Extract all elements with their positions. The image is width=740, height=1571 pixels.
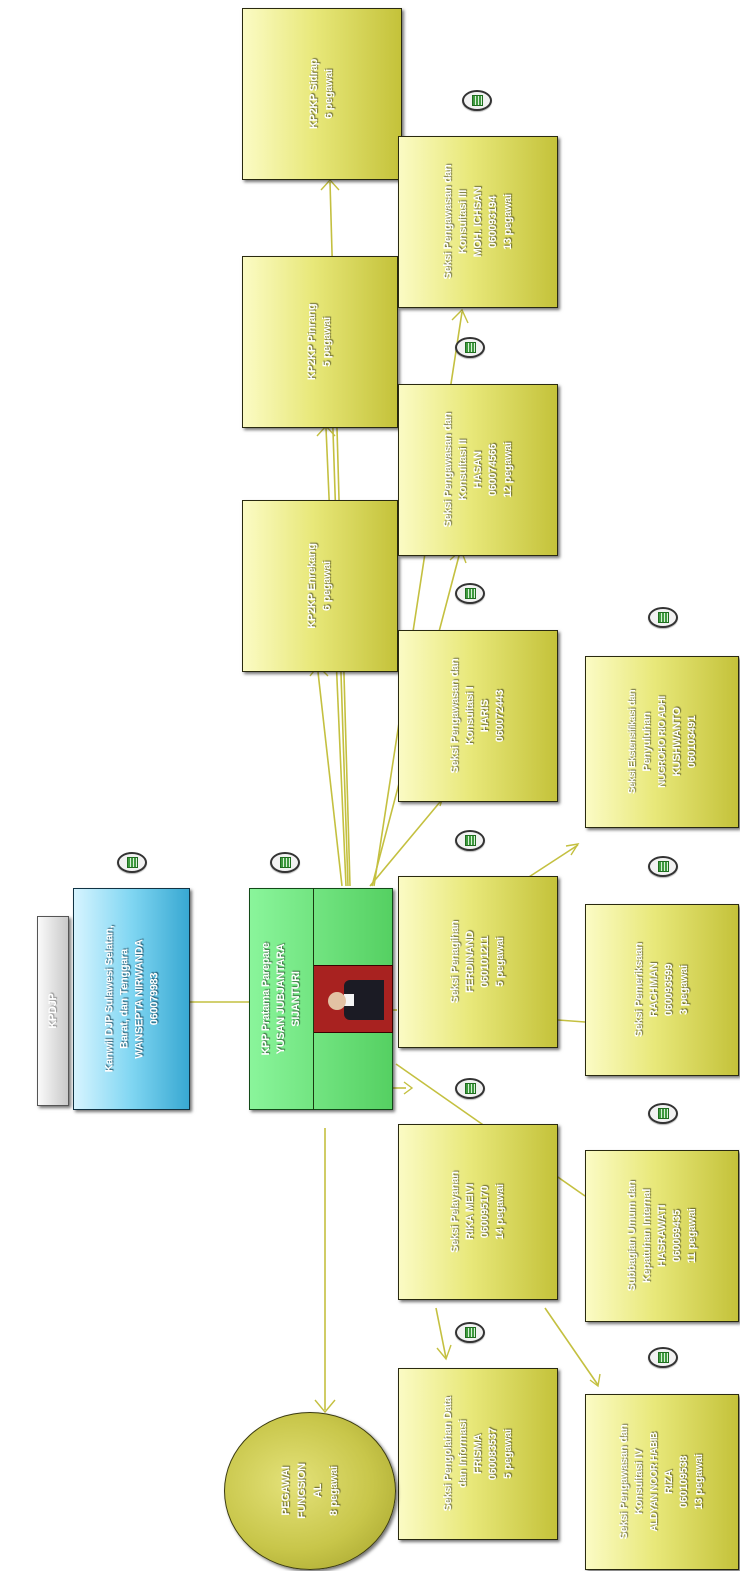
umum-line-1: Subbagian Umum dan bbox=[625, 1180, 638, 1292]
kanwil-node[interactable]: Kanwil DJP Sulawesi Selatan, Barat, dan … bbox=[73, 888, 190, 1110]
penagihan-line-4: 5 pegawai bbox=[494, 937, 506, 987]
calculator-icon[interactable] bbox=[455, 830, 485, 851]
waskon-1-line-2: Konsultasi I bbox=[464, 686, 476, 746]
waskon-4-line-5: 060109538 bbox=[678, 1455, 690, 1509]
umum-line-3: HASRAWATI bbox=[655, 1204, 668, 1268]
waskon-3-line-2: Konsultasi III bbox=[456, 189, 469, 255]
waskon-2-node[interactable]: Seksi Pengawasan dan Konsultasi II HASAN… bbox=[398, 384, 558, 556]
waskon-2-line-4: 060074566 bbox=[486, 443, 499, 497]
kp2kp-pinrang-name: KP2KP Pinrang bbox=[306, 303, 318, 381]
kp2kp-pinrang-count: 5 pegawai bbox=[321, 317, 333, 367]
pelayanan-line-1: Seksi Pelayanan bbox=[449, 1171, 461, 1253]
waskon-4-node[interactable]: Seksi Pengawasan dan Konsultasi IV ALDYA… bbox=[585, 1394, 739, 1570]
pelayanan-line-2: RIKA MEIVI bbox=[464, 1183, 476, 1241]
kp2kp-sidrap-count: 6 pegawai bbox=[323, 69, 335, 119]
pemeriksaan-node[interactable]: Seksi Pemeriksaan RACHMAN 060093599 3 pe… bbox=[585, 904, 739, 1076]
fungsional-node[interactable]: PEGAWAI FUNGSION AL 8 pegawai bbox=[224, 1412, 396, 1570]
calculator-icon[interactable] bbox=[648, 1103, 678, 1124]
waskon-3-line-4: 060093194 bbox=[486, 195, 499, 249]
kanwil-line-4: 060079983 bbox=[147, 972, 160, 1026]
waskon-4-line-6: 13 pegawai bbox=[693, 1454, 705, 1510]
waskon-2-line-1: Seksi Pengawasan dan bbox=[441, 412, 454, 528]
calculator-icon[interactable] bbox=[648, 607, 678, 628]
pelayanan-line-4: 14 pegawai bbox=[494, 1184, 506, 1240]
ekstensifikasi-line-3: NUGROHO RIO ADHI bbox=[656, 696, 668, 788]
waskon-2-line-3: HASAN bbox=[471, 451, 484, 489]
kpp-line-3: SIJANTURI bbox=[289, 971, 302, 1027]
waskon-4-line-1: Seksi Pengawasan dan bbox=[618, 1424, 630, 1540]
pdi-line-4: 060083537 bbox=[486, 1427, 499, 1481]
kp2kp-sidrap-node[interactable]: KP2KP Sidrap 6 pegawai bbox=[242, 8, 402, 180]
calculator-icon[interactable] bbox=[270, 852, 300, 873]
ekstensifikasi-line-1: Seksi Ekstensifikasi dan bbox=[626, 689, 638, 795]
waskon-1-line-1: Seksi Pengawasan dan bbox=[449, 658, 461, 774]
penagihan-line-2: FERDINAND bbox=[464, 930, 476, 994]
umum-line-2: Kepatuhan Internal bbox=[640, 1188, 653, 1284]
pdi-line-5: 5 pegawai bbox=[501, 1429, 514, 1479]
ekstensifikasi-line-5: 060103491 bbox=[685, 715, 698, 769]
kpp-head-photo bbox=[313, 965, 393, 1033]
ekstensifikasi-node[interactable]: Seksi Ekstensifikasi dan Penyuluhan NUGR… bbox=[585, 656, 739, 828]
calculator-icon[interactable] bbox=[462, 90, 492, 111]
pdi-line-2: dan Informasi bbox=[456, 1419, 469, 1489]
waskon-3-line-5: 13 pegawai bbox=[501, 194, 514, 250]
kpp-line-1: KPP Pratama Parepare bbox=[259, 942, 272, 1056]
kpp-line-2: YUSAN JUBJANTARA bbox=[274, 943, 287, 1055]
waskon-4-line-3: ALDYAN NOOR HABIB bbox=[649, 1432, 660, 1532]
waskon-1-line-4: 060072443 bbox=[494, 689, 506, 743]
kp2kp-enrekang-node[interactable]: KP2KP Enrekang 6 pegawai bbox=[242, 500, 398, 672]
calculator-icon[interactable] bbox=[455, 583, 485, 604]
waskon-3-line-3: MOH. ICHSAN bbox=[471, 186, 484, 258]
kpp-divider-vertical bbox=[313, 888, 314, 1110]
pemeriksaan-line-3: 060093599 bbox=[663, 963, 675, 1017]
waskon-1-line-3: HARIS bbox=[479, 699, 491, 733]
waskon-3-node[interactable]: Seksi Pengawasan dan Konsultasi III MOH.… bbox=[398, 136, 558, 308]
waskon-1-node[interactable]: Seksi Pengawasan dan Konsultasi I HARIS … bbox=[398, 630, 558, 802]
kp2kp-sidrap-name: KP2KP Sidrap bbox=[308, 58, 320, 130]
penagihan-line-3: 060101211 bbox=[479, 936, 491, 988]
pdi-line-1: Seksi Pengolahan Data bbox=[441, 1396, 454, 1512]
waskon-2-line-5: 12 pegawai bbox=[501, 442, 514, 498]
calculator-icon[interactable] bbox=[648, 1347, 678, 1368]
kanwil-line-2: Barat, dan Tenggara bbox=[117, 949, 130, 1049]
calculator-icon[interactable] bbox=[648, 856, 678, 877]
umum-line-4: 060069435 bbox=[670, 1209, 683, 1263]
pelayanan-line-3: 060095170 bbox=[479, 1185, 491, 1239]
penagihan-line-1: Seksi Penagihan bbox=[449, 920, 461, 1004]
waskon-3-line-1: Seksi Pengawasan dan bbox=[441, 164, 454, 280]
kanwil-line-3: WANSEPTA NIRWANDA bbox=[132, 939, 145, 1059]
pemeriksaan-line-1: Seksi Pemeriksaan bbox=[633, 942, 645, 1038]
pelayanan-node[interactable]: Seksi Pelayanan RIKA MEIVI 060095170 14 … bbox=[398, 1124, 558, 1300]
kpp-node[interactable]: KPP Pratama Parepare YUSAN JUBJANTARA SI… bbox=[249, 888, 393, 1110]
kp2kp-pinrang-node[interactable]: KP2KP Pinrang 5 pegawai bbox=[242, 256, 398, 428]
calculator-icon[interactable] bbox=[455, 337, 485, 358]
pdi-line-3: FRISMA bbox=[471, 1433, 484, 1475]
kp2kp-enrekang-count: 6 pegawai bbox=[321, 561, 333, 611]
umum-line-5: 11 pegawai bbox=[685, 1208, 698, 1264]
ekstensifikasi-line-2: Penyuluhan bbox=[640, 712, 653, 772]
kpdjp-node[interactable]: KPDJP bbox=[37, 916, 69, 1106]
fungsional-line-1: PEGAWAI bbox=[280, 1466, 292, 1516]
kp2kp-enrekang-name: KP2KP Enrekang bbox=[306, 543, 318, 629]
ekstensifikasi-line-4: KUSHWANTO bbox=[670, 707, 683, 777]
penagihan-node[interactable]: Seksi Penagihan FERDINAND 060101211 5 pe… bbox=[398, 876, 558, 1048]
pdi-node[interactable]: Seksi Pengolahan Data dan Informasi FRIS… bbox=[398, 1368, 558, 1540]
pemeriksaan-line-2: RACHMAN bbox=[648, 962, 660, 1018]
calculator-icon[interactable] bbox=[455, 1322, 485, 1343]
fungsional-line-3: AL bbox=[312, 1483, 324, 1499]
waskon-4-line-2: Konsultasi IV bbox=[633, 1449, 645, 1515]
waskon-2-line-2: Konsultasi II bbox=[456, 439, 469, 501]
calculator-icon[interactable] bbox=[455, 1078, 485, 1099]
waskon-4-line-4: RIZA bbox=[663, 1469, 675, 1495]
fungsional-line-2: FUNGSION bbox=[296, 1463, 308, 1519]
pemeriksaan-line-4: 3 pegawai bbox=[678, 965, 690, 1015]
calculator-icon[interactable] bbox=[117, 852, 147, 873]
umum-node[interactable]: Subbagian Umum dan Kepatuhan Internal HA… bbox=[585, 1150, 739, 1322]
fungsional-line-4: 8 pegawai bbox=[328, 1466, 340, 1516]
kpdjp-label: KPDJP bbox=[46, 993, 59, 1029]
kanwil-line-1: Kanwil DJP Sulawesi Selatan, bbox=[102, 925, 115, 1073]
